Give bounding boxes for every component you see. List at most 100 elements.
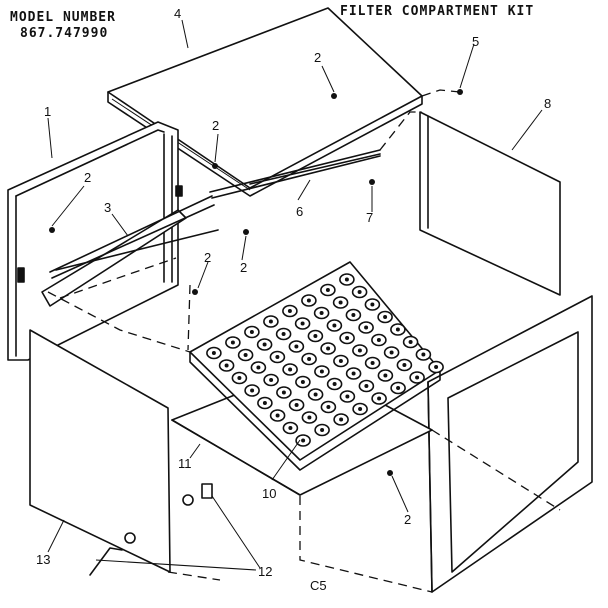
filter-hole-center xyxy=(300,321,305,326)
filter-hole-center xyxy=(339,417,344,422)
part-1-left-frame xyxy=(7,121,183,361)
filter-hole-center xyxy=(344,277,349,282)
filter-hole-center xyxy=(275,355,280,359)
callout-5: 5 xyxy=(472,34,480,49)
filter-hole-center xyxy=(338,359,343,363)
filter-hole-center xyxy=(402,363,407,367)
filter-hole-center xyxy=(319,369,324,374)
filter-hole-center xyxy=(351,313,356,317)
callout-2-upper: 2 xyxy=(212,118,220,133)
filter-hole-center xyxy=(281,332,286,336)
filter-hole-center xyxy=(357,348,362,353)
filter-hole-center xyxy=(262,401,267,405)
filter-hole-center xyxy=(249,330,254,334)
callout-3: 3 xyxy=(104,200,112,215)
filter-hole-center xyxy=(256,365,261,370)
filter-hole-center xyxy=(294,344,299,349)
filter-hole-center xyxy=(396,386,401,390)
filter-hole-center xyxy=(345,394,350,399)
filter-hole-center xyxy=(301,438,306,443)
callout-10: 10 xyxy=(262,486,277,501)
filter-hole-center xyxy=(364,325,369,330)
part-10-filter xyxy=(189,261,444,471)
filter-hole-center xyxy=(250,388,255,393)
callout-2-left: 2 xyxy=(84,170,92,185)
filter-hole-center xyxy=(408,340,413,344)
filter-hole-center xyxy=(288,426,293,430)
model-number-value: 867.747990 xyxy=(20,26,109,41)
callout-2-top: 2 xyxy=(314,50,322,65)
filter-hole-center xyxy=(230,340,235,345)
filter-hole-center xyxy=(383,315,388,319)
filter-hole-center xyxy=(306,298,311,303)
filter-hole-center xyxy=(307,357,312,361)
filter-hole-center xyxy=(395,327,400,332)
callout-12: 12 xyxy=(258,564,273,579)
filter-hole-center xyxy=(211,351,216,355)
filter-hole-center xyxy=(262,342,267,347)
filter-hole-center xyxy=(376,338,381,342)
callout-4: 4 xyxy=(174,6,182,21)
filter-hole-center xyxy=(326,405,331,409)
filter-hole-center xyxy=(357,290,362,294)
filter-hole-center xyxy=(320,428,325,432)
filter-hole-center xyxy=(421,352,426,357)
filter-hole-center xyxy=(377,396,382,401)
diagram-title: FILTER COMPARTMENT KIT xyxy=(340,4,535,19)
leader-lines xyxy=(47,19,543,571)
filter-hole-center xyxy=(345,336,350,340)
filter-hole-center xyxy=(237,376,242,380)
filter-hole-center xyxy=(300,380,305,384)
filter-hole-center xyxy=(269,378,274,382)
filter-hole-center xyxy=(326,346,331,351)
part-13-left-front-panel xyxy=(29,329,171,573)
filter-hole-center xyxy=(364,384,369,388)
filter-hole-center xyxy=(243,353,248,357)
part-4-top-panel xyxy=(107,7,423,197)
filter-hole-center xyxy=(288,367,293,372)
callout-7: 7 xyxy=(366,210,374,225)
filter-hole-center xyxy=(338,300,343,305)
filter-hole-center xyxy=(370,302,375,307)
filter-hole-center xyxy=(313,392,318,397)
filter-hole-center xyxy=(434,365,439,369)
filter-hole-center xyxy=(383,373,388,378)
filter-holes xyxy=(206,273,444,447)
part-3-rail xyxy=(41,195,219,307)
callout-13: 13 xyxy=(36,552,51,567)
part-8-right-panel xyxy=(419,111,561,296)
filter-hole-center xyxy=(287,309,292,313)
filter-hole-center xyxy=(351,371,356,376)
filter-hole-center xyxy=(332,382,337,386)
callout-11: 11 xyxy=(178,456,192,471)
filter-hole-center xyxy=(319,311,324,315)
filter-hole-center xyxy=(313,334,318,338)
callout-1: 1 xyxy=(44,104,52,119)
filter-hole-center xyxy=(332,323,337,328)
filter-hole-center xyxy=(275,413,280,418)
callout-2-lower: 2 xyxy=(404,512,412,527)
part-12-clips xyxy=(89,483,213,576)
filter-hole-center xyxy=(281,390,286,395)
screws xyxy=(49,89,463,544)
model-number-label: MODEL NUMBER xyxy=(10,10,116,25)
filter-hole-center xyxy=(307,415,312,420)
callout-2-center: 2 xyxy=(204,250,212,265)
filter-hole-center xyxy=(224,363,229,368)
filter-hole-center xyxy=(358,407,363,411)
filter-hole-center xyxy=(294,403,299,407)
filter-hole-center xyxy=(268,319,273,324)
callout-2-mid: 2 xyxy=(240,260,248,275)
callout-6: 6 xyxy=(296,204,304,219)
filter-hole-center xyxy=(415,375,420,380)
filter-hole-center xyxy=(325,288,330,292)
filter-hole-center xyxy=(389,350,394,355)
part-6-rail xyxy=(209,149,381,199)
footer-code: C5 xyxy=(310,578,327,593)
callout-8: 8 xyxy=(544,96,552,111)
filter-hole-center xyxy=(370,361,375,365)
right-front-frame xyxy=(427,295,593,593)
assembly-dash-lines xyxy=(47,89,561,593)
